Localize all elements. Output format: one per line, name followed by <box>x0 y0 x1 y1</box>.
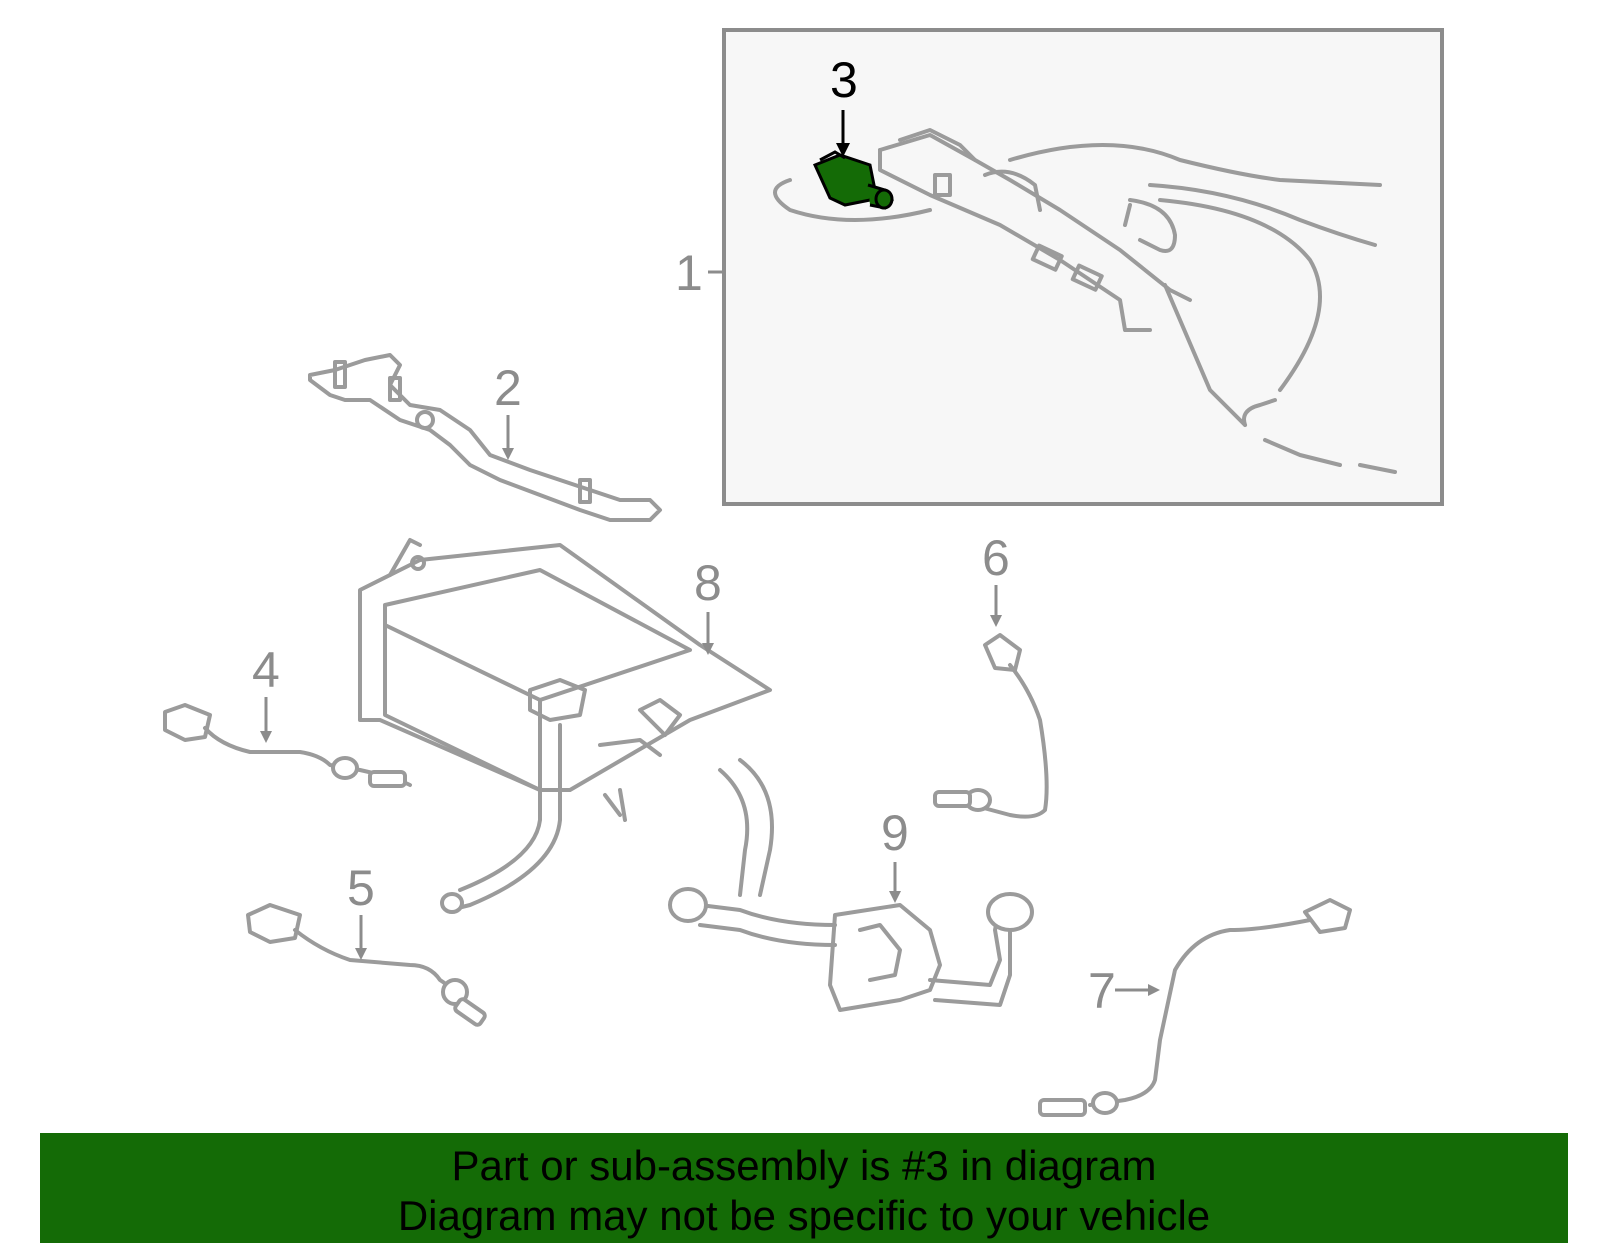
part-7-oxygen-sensor[interactable] <box>1038 898 1352 1117</box>
part-4-oxygen-sensor[interactable] <box>163 703 412 788</box>
part-8-canister[interactable] <box>358 538 774 914</box>
callout-3: 3 <box>830 52 858 108</box>
info-banner: Part or sub-assembly is #3 in diagram Di… <box>40 1133 1568 1243</box>
callout-4: 4 <box>252 642 280 698</box>
callout-4-arrowhead <box>260 731 272 743</box>
callout-1: 1 <box>675 245 703 301</box>
part-3-highlighted-sensor[interactable] <box>812 150 894 210</box>
part-9-valve-assembly[interactable] <box>668 887 1034 1012</box>
callout-7-arrowhead <box>1148 984 1160 996</box>
assembly-1-part[interactable] <box>773 128 1397 474</box>
callout-9: 9 <box>881 805 909 861</box>
callout-6: 6 <box>982 530 1010 586</box>
banner-line-part-number: Part or sub-assembly is #3 in diagram <box>451 1142 1157 1189</box>
callout-2: 2 <box>494 360 522 416</box>
callout-2-arrowhead <box>502 448 514 460</box>
part-2-bracket[interactable] <box>308 353 662 522</box>
callout-8: 8 <box>694 555 722 611</box>
callout-9-arrowhead <box>889 891 901 903</box>
callout-6-arrowhead <box>990 615 1002 627</box>
callout-8-arrowhead <box>702 643 714 655</box>
part-5-oxygen-sensor[interactable] <box>246 903 487 1027</box>
callout-3-arrowhead <box>836 143 850 157</box>
callout-5-arrowhead <box>355 948 367 960</box>
part-6-oxygen-sensor[interactable] <box>933 633 1049 819</box>
banner-line-disclaimer: Diagram may not be specific to your vehi… <box>397 1192 1211 1239</box>
callout-5: 5 <box>347 860 375 916</box>
callout-7: 7 <box>1088 963 1116 1019</box>
